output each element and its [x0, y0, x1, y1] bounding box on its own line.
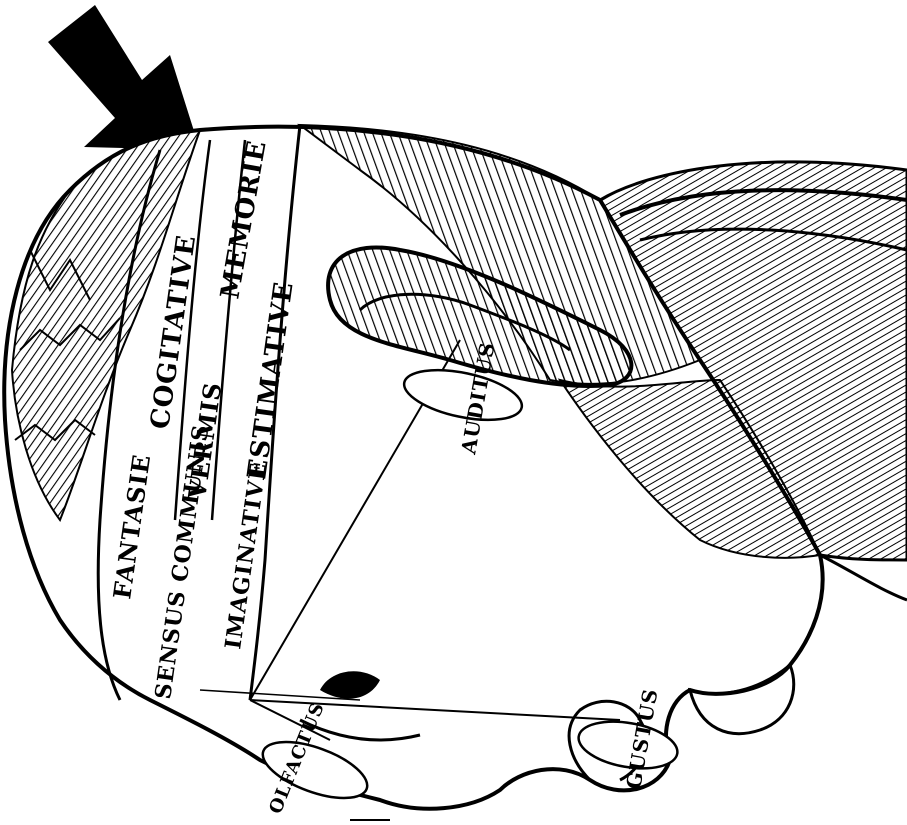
- arrow-icon: [48, 5, 200, 150]
